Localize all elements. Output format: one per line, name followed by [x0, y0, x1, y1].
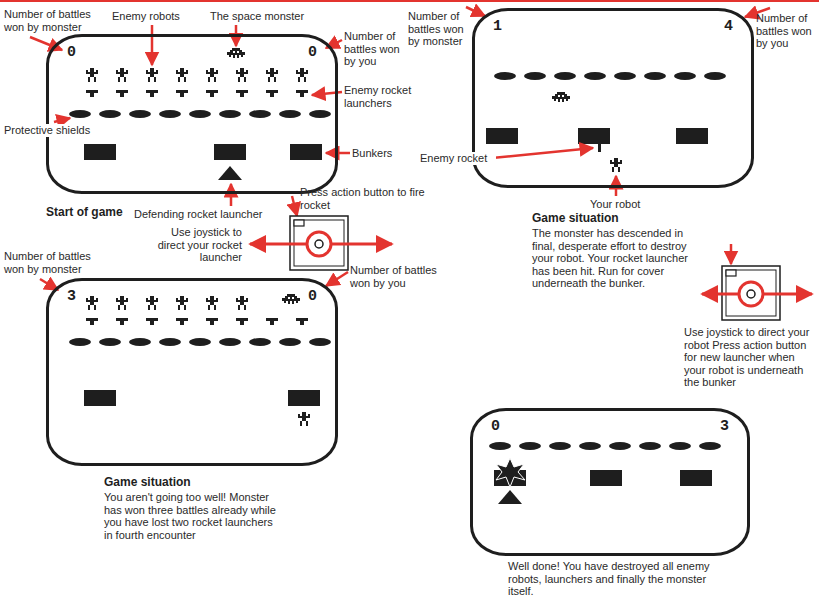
callout-label: Enemy rocket launchers	[344, 84, 422, 109]
caption-text: The monster has descended in final, desp…	[532, 227, 692, 290]
caption-text: Well done! You have destroyed all enemy …	[508, 560, 722, 598]
tv-screen: 14	[472, 8, 754, 188]
score-number: 0	[67, 45, 76, 60]
tv-screen: 00	[46, 34, 338, 194]
score-number: 0	[308, 45, 317, 60]
score-number: 0	[491, 419, 500, 434]
callout-label: Number of battles won by you	[756, 12, 816, 50]
callout-label: Enemy robots	[112, 10, 222, 23]
callout-label: Number of battles won by monster	[408, 10, 470, 48]
tv-screen: 03	[470, 408, 750, 556]
callout-label: Defending rocket launcher	[134, 208, 284, 221]
instruction-note: Press action button to fire rocket	[300, 186, 426, 211]
score-number: 0	[308, 289, 317, 304]
callout-label: Number of battles won by you	[344, 30, 412, 68]
instruction-note: Use joystick to direct your robot Press …	[684, 326, 816, 389]
callout-label: Protective shields	[2, 124, 110, 137]
tv-screen: 30	[46, 278, 338, 466]
score-number: 3	[720, 419, 729, 434]
figure-title: Game situation	[532, 212, 652, 225]
figure-title: Game situation	[104, 476, 224, 489]
callout-label: The space monster	[210, 10, 330, 23]
figure-title: Start of game	[46, 206, 136, 219]
callout-label: Enemy rocket	[418, 152, 496, 165]
score-number: 3	[67, 289, 76, 304]
callout-label: Bunkers	[352, 147, 422, 160]
callout-label: Number of battles won by you	[350, 264, 446, 289]
callout-label: Number of battles won by monster	[4, 250, 106, 275]
callout-label: Your robot	[590, 198, 660, 211]
caption-text: You aren't going too well! Monster has w…	[104, 491, 282, 541]
instruction-note: Use joystick to direct your rocket launc…	[142, 226, 242, 264]
score-number: 4	[724, 19, 733, 34]
score-number: 1	[493, 19, 502, 34]
callout-label: Number of battles won by monster	[4, 8, 106, 33]
